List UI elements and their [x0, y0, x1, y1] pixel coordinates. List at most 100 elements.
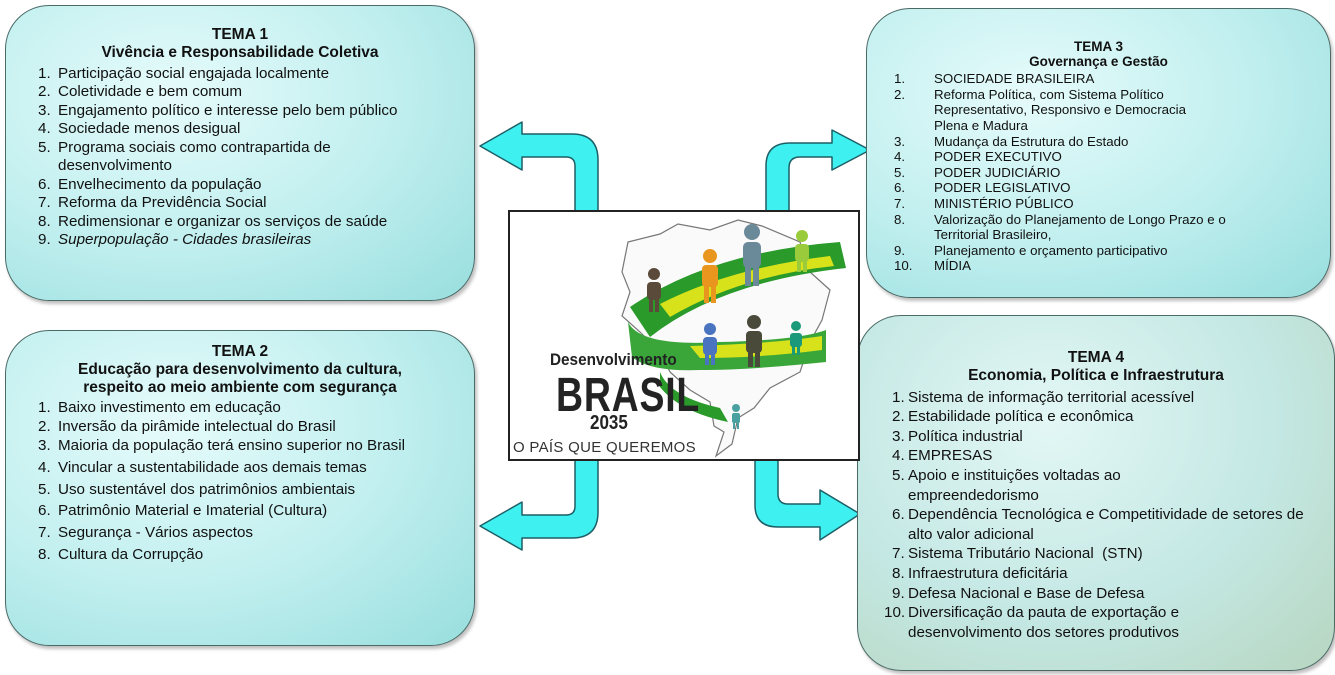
item-text: Patrimônio Material e Imaterial (Cultura…: [58, 502, 328, 520]
list-item: 5. Uso sustentável dos patrimônios ambien…: [38, 481, 474, 500]
tema2-label: TEMA 2: [211, 343, 269, 360]
item-number: 2.: [892, 408, 905, 426]
item-number: 8.: [38, 212, 51, 230]
item-number: 5.: [894, 164, 906, 180]
logo-desenvolvimento: Desenvolvimento: [550, 350, 677, 369]
list-item: 4. Sociedade menos desigual: [38, 120, 474, 139]
item-number: 6.: [894, 180, 906, 196]
item-number: 3.: [894, 133, 906, 149]
brasil-2035-logo: Desenvolvimento BRASIL 2035 O PAÍS QUE Q…: [508, 210, 860, 461]
item-text: Mudança da Estrutura do Estado: [934, 133, 1129, 149]
item-number: 4.: [894, 149, 906, 165]
item-number: 6.: [892, 506, 905, 524]
tema2-title-line2: respeito ao meio ambiente com segurança: [83, 378, 397, 396]
item-text: Baixo investimento em educação: [58, 399, 281, 417]
item-number: 2.: [38, 418, 51, 436]
tema3-list: 1.SOCIEDADE BRASILEIRA 2.Reforma Polític…: [894, 71, 1330, 274]
list-item: 1.SOCIEDADE BRASILEIRA: [894, 71, 1330, 87]
list-item: 5. PODER JUDICIÁRIO: [894, 165, 1330, 181]
list-item: 7.Sistema Tributário Nacional (STN): [892, 544, 1334, 564]
tema3-header: TEMA 3 Governança e Gestão: [867, 39, 1330, 69]
list-item: 8.Infraestrutura deficitária: [892, 564, 1334, 584]
tema4-card: TEMA 4 Economia, Política e Infraestrutu…: [857, 315, 1335, 671]
list-item: 6. PODER LEGISLATIVO: [894, 180, 1330, 196]
item-number: 1.: [892, 388, 905, 406]
list-item: 7. Segurança - Vários aspectos: [38, 524, 474, 543]
arrow-to-tema4: [754, 458, 861, 541]
item-number: 7.: [38, 524, 51, 541]
item-text: MÍDIA: [934, 258, 971, 274]
tema2-title-line1: Educação para desenvolvimento da cultura…: [78, 360, 402, 378]
list-item: 6. Patrimônio Material e Imaterial (Cultu…: [38, 502, 474, 521]
item-number: 6.: [38, 502, 51, 520]
item-number: 4.: [38, 459, 51, 477]
list-item: 2.Inversão da pirâmide intelectual do Br…: [38, 418, 474, 437]
logo-year: 2035: [590, 412, 628, 434]
people-figures: [647, 224, 809, 429]
item-text: Segurança - Vários aspectos: [58, 524, 254, 541]
list-item: 2.Coletividade e bem comum: [38, 83, 474, 102]
item-number: 8.: [38, 545, 51, 563]
item-text: Envelhecimento da população: [58, 175, 262, 193]
list-item: 7.MINISTÉRIO PÚBLICO: [894, 196, 1330, 212]
tema3-label: TEMA 3: [1073, 39, 1123, 54]
item-number: 9.: [892, 584, 905, 602]
item-number: 5.: [38, 480, 51, 498]
item-text: Dependência Tecnológica e Competitividad…: [908, 506, 1304, 543]
item-text: Sociedade menos desigual: [58, 120, 241, 138]
item-text: Política industrial: [908, 427, 1023, 445]
list-item: 3.Política industrial: [892, 427, 1334, 447]
item-number: 5.: [38, 138, 51, 156]
arrow-to-tema1: [479, 121, 599, 215]
tema2-list: 1.Baixo investimento em educação 2.Inver…: [38, 399, 474, 564]
item-number: 1.: [38, 64, 51, 82]
item-number: 4.: [38, 120, 51, 138]
item-number: 6.: [38, 175, 51, 193]
tema1-label: TEMA 1: [211, 26, 269, 43]
ribbon-bottom: [660, 372, 728, 422]
list-item: 4. PODER EXECUTIVO: [894, 149, 1330, 165]
item-text: Uso sustentável dos patrimônios ambienta…: [58, 480, 356, 498]
item-number: 9.: [894, 242, 906, 258]
list-item: 7. Reforma da Previdência Social: [38, 194, 474, 213]
logo-brasil: BRASIL: [556, 369, 701, 422]
item-number: 10.: [884, 604, 906, 622]
item-text: Superpopulação - Cidades brasileiras: [58, 231, 312, 249]
item-text: Sistema de informação territorial acessí…: [908, 388, 1195, 406]
arrow-to-tema3: [765, 129, 871, 213]
item-text: Reforma da Previdência Social: [58, 194, 267, 212]
list-item: 9.Superpopulação - Cidades brasileiras: [38, 231, 474, 250]
list-item: 4. Vincular a sustentabilidade aos demais…: [38, 459, 474, 478]
item-text: Infraestrutura deficitária: [908, 564, 1068, 582]
list-item: 8. Redimensionar e organizar os serviços …: [38, 213, 474, 232]
item-number: 7.: [38, 194, 51, 212]
item-text: Estabilidade política e econômica: [908, 408, 1134, 426]
item-text: Redimensionar e organizar os serviços de…: [58, 212, 388, 230]
list-item: 8.Cultura da Corrupção: [38, 546, 474, 565]
tema4-title: Economia, Política e Infraestrutura: [968, 366, 1224, 384]
list-item: 8.Valorização do Planejamento de Longo P…: [894, 212, 1330, 243]
item-text: Valorização do Planejamento de Longo Pra…: [934, 211, 1226, 243]
list-item: 4.EMPRESAS: [892, 446, 1334, 466]
item-text: EMPRESAS: [908, 447, 993, 465]
item-text: Vincular a sustentabilidade aos demais t…: [58, 459, 367, 477]
item-number: 2.: [38, 83, 51, 101]
tema1-header: TEMA 1 Vivência e Responsabilidade Colet…: [6, 26, 474, 62]
tema2-header: TEMA 2 Educação para desenvolvimento da …: [6, 343, 474, 396]
item-text: PODER LEGISLATIVO: [934, 180, 1071, 196]
item-text: Maioria da população terá ensino superio…: [58, 436, 405, 454]
item-text: PODER JUDICIÁRIO: [934, 164, 1061, 180]
list-item: 5.Programa sociais como contrapartida de…: [38, 139, 474, 176]
arrow-to-tema2: [479, 458, 599, 551]
item-number: 3.: [892, 427, 905, 445]
item-number: 3.: [38, 101, 51, 119]
tema2-card: TEMA 2 Educação para desenvolvimento da …: [5, 330, 475, 646]
item-text: PODER EXECUTIVO: [934, 149, 1062, 165]
list-item: 2.Estabilidade política e econômica: [892, 407, 1334, 427]
logo-tagline: O PAÍS QUE QUEREMOS: [513, 439, 696, 456]
item-number: 10.: [894, 258, 913, 274]
item-number: 5.: [892, 467, 905, 484]
list-item: 10.Diversificação da pauta de exportação…: [884, 603, 1334, 642]
item-text: Reforma Política, com Sistema Político R…: [934, 86, 1187, 133]
